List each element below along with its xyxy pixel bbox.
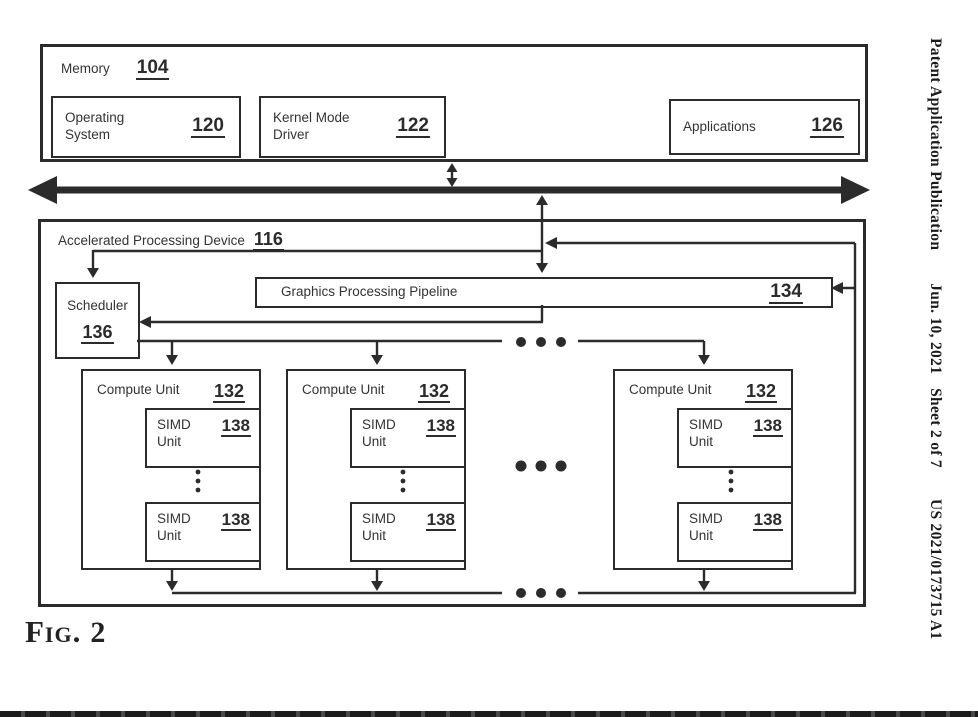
compute-unit-box-1: Compute Unit 132 SIMD Unit 138 SIMD Unit… [81,369,261,570]
simd-row: SIMD Unit 138 [362,511,456,545]
simd-unit-label: SIMD Unit [362,511,396,543]
system-bus-arrow [28,176,870,204]
kernel-mode-driver-ref: 122 [396,115,430,138]
simd-unit-ref: 138 [220,416,251,437]
applications-ref: 126 [810,115,844,138]
compute-unit-2-head: Compute Unit 132 [288,371,464,403]
graphics-processing-pipeline-ref: 134 [769,280,803,304]
simd-unit-ref: 138 [752,510,783,531]
compute-unit-3-ref: 132 [744,381,777,403]
compute-unit-1-head: Compute Unit 132 [83,371,259,403]
simd-row: SIMD Unit 138 [157,511,251,545]
compute-unit-1-label: Compute Unit [97,382,180,397]
simd-unit-label: SIMD Unit [689,511,723,543]
operating-system-box: Operating System 120 [51,96,241,158]
graphics-processing-pipeline-label: Graphics Processing Pipeline [281,284,458,300]
compute-unit-box-2: Compute Unit 132 SIMD Unit 138 SIMD Unit… [286,369,466,570]
compute-unit-2-ref: 132 [417,381,450,403]
simd-unit-ref: 138 [752,416,783,437]
simd-unit-ref: 138 [220,510,251,531]
compute-unit-1-ref: 132 [212,381,245,403]
apd-title: Accelerated Processing Device 116 [58,230,284,251]
publication-date: Jun. 10, 2021 [927,283,944,375]
simd-unit-box-2b: SIMD Unit 138 [350,502,466,562]
scheduler-ref: 136 [81,321,114,344]
operating-system-ref: 120 [191,115,225,138]
simd-row: SIMD Unit 138 [362,417,456,451]
scheduler-box: Scheduler 136 [55,282,140,359]
kernel-mode-driver-box: Kernel Mode Driver 122 [259,96,446,158]
apd-label: Accelerated Processing Device [58,233,245,248]
simd-unit-box-3b: SIMD Unit 138 [677,502,793,562]
simd-unit-label: SIMD Unit [689,417,723,449]
simd-unit-ref: 138 [425,510,456,531]
simd-unit-box-1a: SIMD Unit 138 [145,408,261,468]
compute-unit-2-label: Compute Unit [302,382,385,397]
simd-row: SIMD Unit 138 [157,417,251,451]
gpp-row: Graphics Processing Pipeline 134 [257,279,831,306]
figure-prefix: Fig. [25,614,82,649]
simd-row: SIMD Unit 138 [689,417,783,451]
applications-box: Applications 126 [669,99,860,155]
simd-unit-label: SIMD Unit [157,417,191,449]
figure-number: 2 [90,616,106,649]
graphics-processing-pipeline-box: Graphics Processing Pipeline 134 [255,277,833,308]
memory-label: Memory [61,60,110,76]
memory-box: Memory 104 Operating System 120 Kernel M… [40,44,868,162]
memory-ref: 104 [135,57,170,80]
simd-unit-ref: 138 [425,416,456,437]
operating-system-label: Operating System [65,110,125,142]
simd-unit-box-1b: SIMD Unit 138 [145,502,261,562]
simd-unit-box-2a: SIMD Unit 138 [350,408,466,468]
scheduler-label: Scheduler [67,298,128,313]
kernel-mode-driver-label: Kernel Mode Driver [273,110,350,142]
simd-row: SIMD Unit 138 [689,511,783,545]
accelerated-processing-device-box: Accelerated Processing Device 116 Schedu… [38,219,866,607]
simd-unit-label: SIMD Unit [157,511,191,543]
patent-number: US 2021/0173715 A1 [927,498,944,640]
simd-unit-label: SIMD Unit [362,417,396,449]
figure-caption: Fig.2 [25,614,105,650]
apd-ref: 116 [252,229,284,251]
sheet-number: Sheet 2 of 7 [927,388,944,468]
memory-title: Memory 104 [61,57,170,80]
compute-unit-box-3: Compute Unit 132 SIMD Unit 138 SIMD Unit… [613,369,793,570]
page-header-rotated: Patent Application Publication Jun. 10, … [922,0,948,690]
simd-unit-box-3a: SIMD Unit 138 [677,408,793,468]
publication-text: Patent Application Publication [927,38,944,251]
compute-unit-3-label: Compute Unit [629,382,712,397]
applications-label: Applications [683,118,756,134]
compute-unit-3-head: Compute Unit 132 [615,371,791,403]
scan-artifact-band [0,711,978,717]
